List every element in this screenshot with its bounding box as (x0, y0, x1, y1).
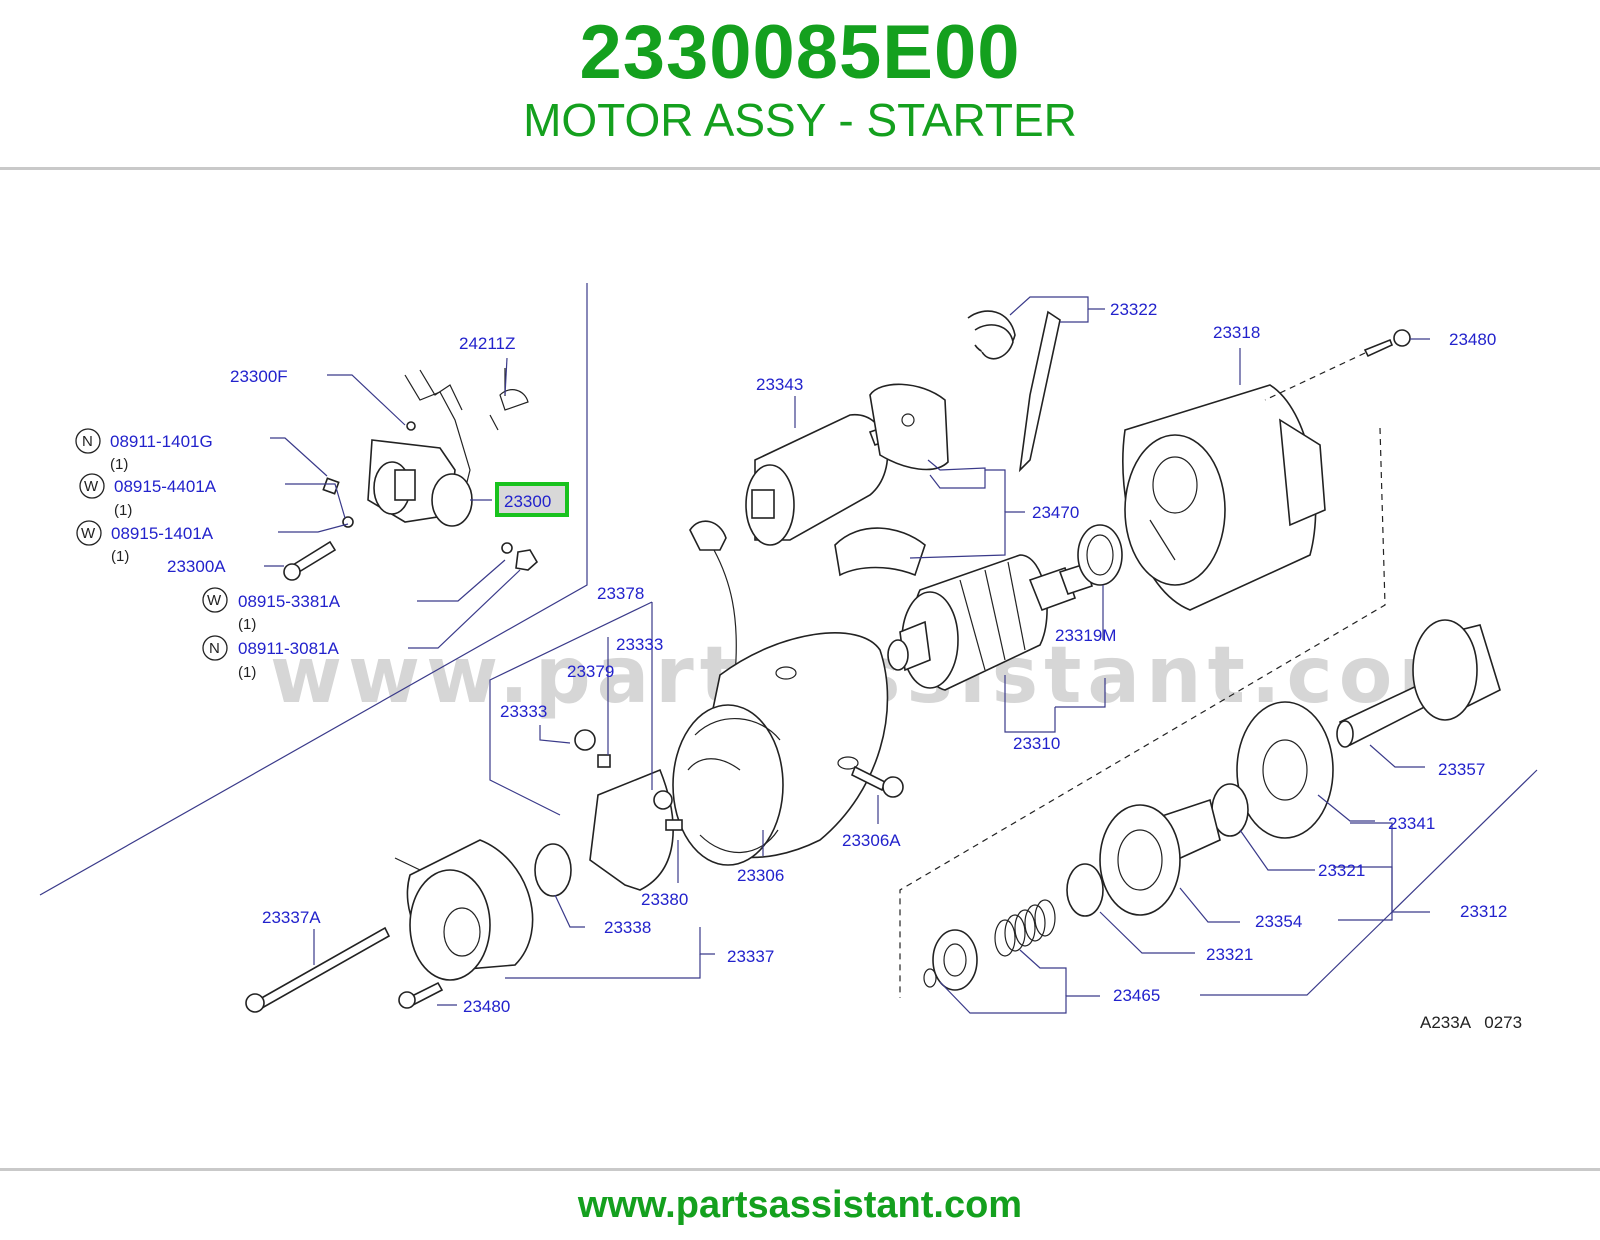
field-lead-cable (689, 520, 737, 676)
shift-lever (967, 310, 1061, 473)
solenoid-switch (745, 383, 949, 577)
yoke-screw (850, 765, 904, 798)
label-23343[interactable]: 23343 (756, 375, 803, 394)
label-23357[interactable]: 23357 (1438, 760, 1485, 779)
label-23318[interactable]: 23318 (1213, 323, 1260, 342)
label-23338[interactable]: 23338 (604, 918, 651, 937)
label-23306A[interactable]: 23306A (842, 831, 901, 850)
through-bolt (245, 926, 391, 1013)
label-23319M[interactable]: 23319M (1055, 626, 1116, 645)
svg-text:N: N (82, 433, 93, 450)
fastener-W-08915-3381A[interactable]: W 08915-3381A (1) (202, 587, 341, 633)
pinion-spring (994, 899, 1056, 957)
rear-bearing (534, 843, 572, 897)
parts-diagram: www.partsassistant.com (39, 283, 1538, 1032)
yoke-assembly (672, 632, 889, 866)
nut-mark-icon (75, 428, 101, 454)
cover-screw-bottom (398, 981, 444, 1009)
thrust-washer-b (1066, 863, 1104, 917)
armature (887, 554, 1094, 691)
washer-mark-icon (79, 473, 105, 499)
svg-text:W: W (81, 525, 96, 542)
svg-text:(1): (1) (110, 456, 128, 473)
part-name-subtitle: MOTOR ASSY - STARTER (523, 94, 1077, 146)
pinion-stopper (932, 929, 978, 991)
part-number-title: 2330085E00 (579, 10, 1021, 95)
label-23465[interactable]: 23465 (1113, 986, 1160, 1005)
svg-text:(1): (1) (114, 502, 132, 519)
fastener-N-08911-3081A[interactable]: N 08911-3081A (1) (202, 635, 339, 681)
rear-cover (394, 839, 534, 981)
svg-text:(1): (1) (111, 548, 129, 565)
label-23312[interactable]: 23312 (1460, 902, 1507, 921)
label-23378[interactable]: 23378 (597, 584, 644, 603)
diagram-code: A233A 0273 (1420, 1013, 1522, 1032)
label-23480-top[interactable]: 23480 (1449, 330, 1496, 349)
clutch-group-outline (899, 427, 1386, 998)
label-23300A[interactable]: 23300A (167, 557, 226, 576)
svg-text:(1): (1) (238, 664, 256, 681)
pinion-shaft (1336, 619, 1501, 748)
footer-divider (0, 1168, 1600, 1171)
label-23321-b[interactable]: 23321 (1206, 945, 1253, 964)
gear-housing (1122, 384, 1326, 611)
overrunning-clutch (1099, 798, 1221, 916)
label-23306[interactable]: 23306 (737, 866, 784, 885)
brush-holder (574, 729, 683, 891)
svg-text:08915-4401A: 08915-4401A (114, 477, 217, 496)
footer-website-link[interactable]: www.partsassistant.com (577, 1184, 1023, 1226)
label-23341[interactable]: 23341 (1388, 814, 1435, 833)
starter-overview-drawing (283, 368, 539, 581)
label-24211Z[interactable]: 24211Z (459, 334, 515, 353)
svg-text:(1): (1) (238, 616, 256, 633)
svg-text:08911-1401G: 08911-1401G (110, 432, 213, 451)
header-divider (0, 167, 1600, 170)
svg-text:08911-3081A: 08911-3081A (238, 639, 339, 658)
armature-bearing (1077, 524, 1123, 586)
svg-text:W: W (207, 592, 222, 609)
label-23470[interactable]: 23470 (1032, 503, 1079, 522)
fastener-W-08915-1401A[interactable]: W 08915-1401A (1) (76, 520, 214, 565)
label-23321-a[interactable]: 23321 (1318, 861, 1365, 880)
label-23322[interactable]: 23322 (1110, 300, 1157, 319)
washer-mark-icon (76, 520, 102, 546)
label-23379[interactable]: 23379 (567, 662, 614, 681)
page-header: 2330085E00 MOTOR ASSY - STARTER (0, 0, 1600, 168)
housing-screw-top (1363, 329, 1411, 358)
label-23333-b[interactable]: 23333 (616, 635, 663, 654)
label-23354[interactable]: 23354 (1255, 912, 1302, 931)
fastener-N-08911-1401G[interactable]: N 08911-1401G (1) (75, 428, 213, 473)
washer-mark-icon (202, 587, 228, 613)
label-23333-a[interactable]: 23333 (500, 702, 547, 721)
nut-mark-icon (202, 635, 228, 661)
svg-text:08915-1401A: 08915-1401A (111, 524, 214, 543)
svg-text:08915-3381A: 08915-3381A (238, 592, 341, 611)
label-23310[interactable]: 23310 (1013, 734, 1060, 753)
highlighted-part-box (495, 482, 569, 517)
svg-text:W: W (84, 478, 99, 495)
label-23337A[interactable]: 23337A (262, 908, 321, 927)
label-23300F[interactable]: 23300F (230, 367, 288, 386)
label-23337[interactable]: 23337 (727, 947, 774, 966)
label-23480-bottom[interactable]: 23480 (463, 997, 510, 1016)
snap-ring (923, 968, 937, 988)
fastener-W-08915-4401A[interactable]: W 08915-4401A (1) (79, 473, 217, 519)
center-bracket (1236, 701, 1334, 839)
svg-text:N: N (209, 640, 220, 657)
label-23380[interactable]: 23380 (641, 890, 688, 909)
label-23300[interactable]: 23300 (504, 492, 551, 511)
